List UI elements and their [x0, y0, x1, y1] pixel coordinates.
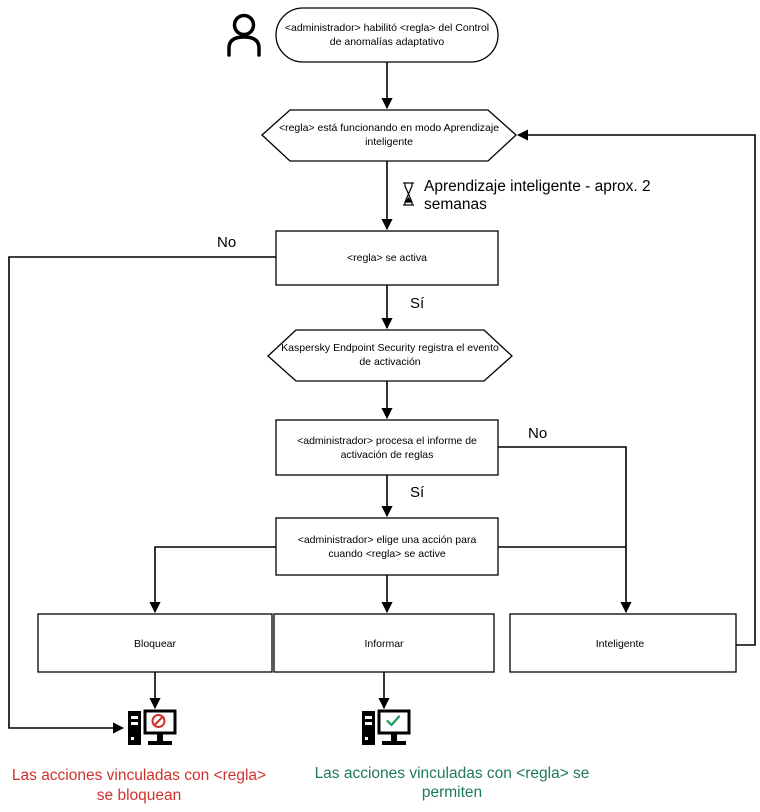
edge-label-report-yes: Sí — [410, 484, 425, 501]
learning-duration-line-1: Aprendizaje inteligente - aprox. 2 — [424, 178, 651, 195]
edge-triggered-no-to-blocked — [8, 256, 276, 734]
edge-label-report-no: No — [528, 425, 547, 442]
edge-choose-to-block — [149, 546, 276, 614]
learning-node-line-1: <regla> está funcionando en modo Aprendi… — [279, 122, 499, 134]
user-icon — [227, 13, 261, 57]
learning-duration-line-2: semanas — [424, 196, 487, 213]
edge-label-triggered-yes: Sí — [410, 295, 425, 312]
inform-action-node: Informar — [273, 613, 495, 673]
learning-mode-node: <regla> está funcionando en modo Aprendi… — [261, 109, 517, 162]
block-action-text: Bloquear — [134, 638, 177, 650]
edge-label-triggered-no: No — [217, 234, 236, 251]
computer-allowed-icon — [362, 709, 411, 745]
process-report-line-2: activación de reglas — [341, 449, 434, 461]
block-action-node: Bloquear — [37, 613, 273, 673]
start-node-line-2: de anomalías adaptativo — [330, 36, 445, 48]
rule-triggered-node: <regla> se activa — [275, 230, 499, 286]
edge-report-no-to-smart — [498, 446, 632, 614]
allowed-outcome-line-2: permiten — [422, 784, 482, 801]
choose-action-node: <administrador> elige una acción para cu… — [275, 517, 499, 576]
hourglass-icon — [403, 182, 414, 206]
allowed-outcome-line-1: Las acciones vinculadas con <regla> se — [315, 765, 590, 782]
smart-action-text: Inteligente — [596, 638, 645, 650]
process-report-node: <administrador> procesa el informe de ac… — [275, 419, 499, 476]
start-node: <administrador> habilitó <regla> del Con… — [275, 7, 499, 63]
learning-node-line-2: inteligente — [365, 136, 413, 148]
blocked-outcome-line-1: Las acciones vinculadas con <regla> — [12, 767, 266, 784]
start-node-line-1: <administrador> habilitó <regla> del Con… — [285, 22, 489, 34]
rule-triggered-text: <regla> se activa — [347, 252, 427, 264]
smart-action-node: Inteligente — [509, 613, 737, 673]
process-report-line-1: <administrador> procesa el informe de — [297, 435, 477, 447]
choose-action-line-2: cuando <regla> se active — [328, 548, 445, 560]
blocked-outcome-line-2: se bloquean — [97, 787, 181, 804]
log-event-node: Kaspersky Endpoint Security registra el … — [267, 329, 513, 382]
edge-smart-loop-to-learning — [516, 129, 756, 646]
log-event-line-2: de activación — [359, 356, 420, 368]
log-event-line-1: Kaspersky Endpoint Security registra el … — [281, 342, 499, 354]
choose-action-line-1: <administrador> elige una acción para — [298, 534, 477, 546]
inform-action-text: Informar — [364, 638, 404, 650]
computer-blocked-icon — [128, 709, 177, 745]
